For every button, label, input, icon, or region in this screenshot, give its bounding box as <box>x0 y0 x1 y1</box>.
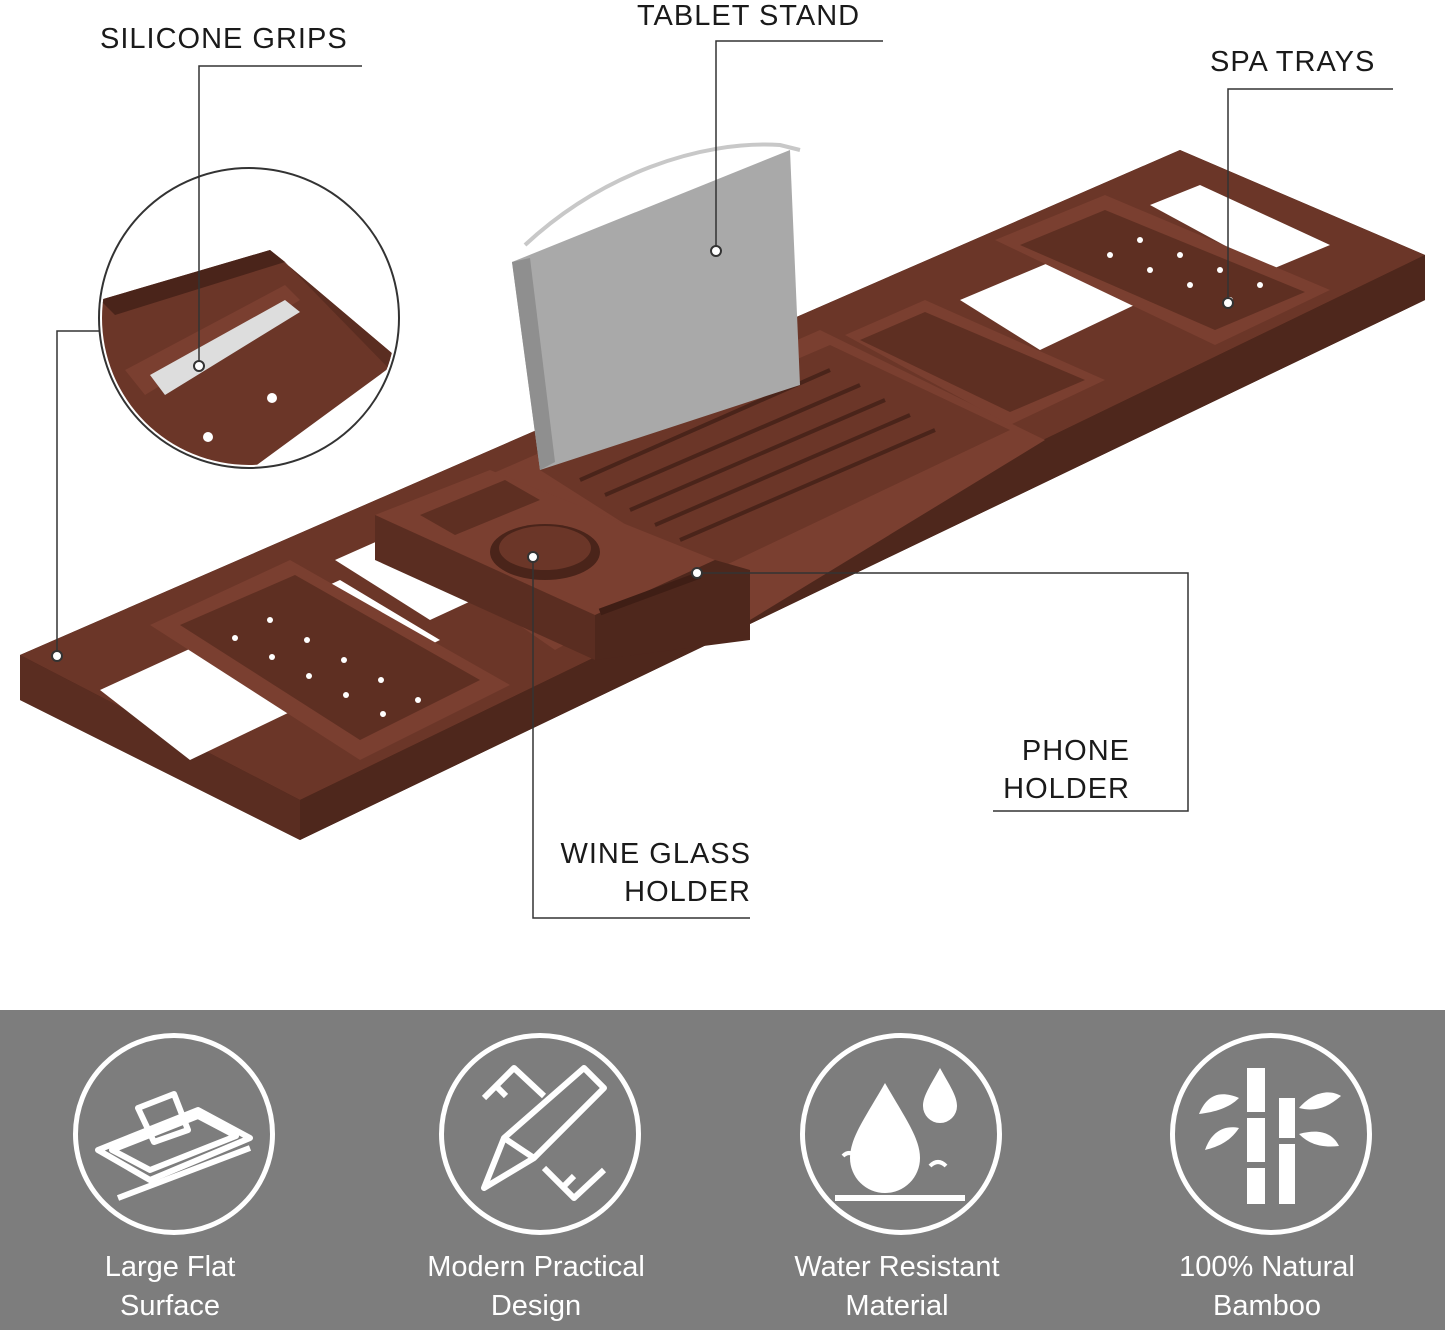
flat-surface-icon <box>95 1091 253 1201</box>
spa-trays-label: SPA TRAYS <box>1210 46 1376 78</box>
wine-glass-holder-label: WINE GLASS HOLDER <box>560 838 751 908</box>
feature-water-resistant-material: Water Resistant Material <box>757 1030 1047 1322</box>
phone-holder-label: PHONE HOLDER <box>1003 735 1130 805</box>
pencil-ruler-icon <box>481 1065 607 1201</box>
silicone-grips-zoom <box>98 167 400 469</box>
bath-caddy-tray <box>20 150 1425 840</box>
callout-dots <box>51 245 1234 662</box>
callout-leaders <box>56 40 1393 919</box>
feature-large-flat-surface: Large Flat Surface <box>30 1030 320 1322</box>
water-drop-icon <box>835 1068 965 1201</box>
tablet-stand-label: TABLET STAND <box>637 0 861 32</box>
feature-modern-practical-design: Modern Practical Design <box>396 1030 686 1322</box>
bamboo-icon <box>1199 1068 1341 1204</box>
feature-natural-bamboo: 100% Natural Bamboo <box>1127 1030 1417 1322</box>
tablet-stand <box>512 142 801 470</box>
bath-caddy-illustration <box>20 40 1425 919</box>
silicone-grips-label: SILICONE GRIPS <box>100 23 348 55</box>
